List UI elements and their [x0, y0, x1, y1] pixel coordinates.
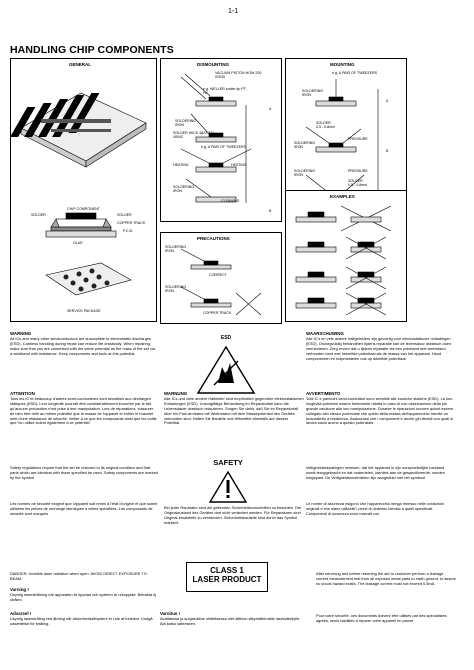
- mount-label-b: B: [386, 149, 389, 153]
- safety-i-text: Le norme di sicurezza esigono che l'appa…: [306, 501, 454, 517]
- dismount-label-weller: e.g. WELLER solder tip PT-H7: [203, 87, 247, 95]
- mount-label-iron-1: SOLDERING IRON: [302, 89, 324, 97]
- safety-gb-body: Safety regulations require that the set …: [10, 465, 158, 480]
- laser-class-line1: CLASS 1: [210, 566, 244, 575]
- precautions-label-iron-2: SOLDERING IRON: [165, 285, 187, 293]
- dismount-label-vacuum: VACUUM PISTON HOW 200 02030: [215, 71, 262, 79]
- dismounting-heading: DISMOUNTING: [197, 62, 229, 67]
- dismount-label-a: A: [269, 107, 272, 111]
- general-label-glue: GLUE: [73, 241, 83, 245]
- laser-class-label: CLASS 1 LASER PRODUCT: [186, 562, 268, 592]
- dismount-label-iron-2: SOLDERING IRON: [173, 185, 195, 193]
- pour-votre-securite-f-text: Pour votre sécurité, ces documents doive…: [316, 613, 456, 624]
- mount-label-iron-3: SOLDERING IRON: [294, 169, 316, 177]
- varoitus-sf-heading: Varoitus !: [160, 611, 181, 616]
- precautions-label-correct: CORRECT: [209, 273, 227, 277]
- examples-heading: EXAMPLES: [330, 194, 355, 199]
- chip-cross-section: [45, 212, 117, 238]
- danger-gb-body: DANGER: Invisible laser radiation when o…: [10, 571, 147, 581]
- examples-illustration: [295, 205, 392, 316]
- mount-label-a: A: [386, 99, 389, 103]
- safety-f-text: Les normes de sécurité exigent que l'app…: [10, 501, 158, 517]
- after-servicing-gb-text: After servicing and before returning the…: [316, 571, 456, 587]
- page-title: HANDLING CHIP COMPONENTS: [10, 44, 174, 56]
- mount-label-iron-2: SOLDERING IRON: [294, 141, 316, 149]
- safety-d-body: Bei jeder Reparatur sind die geltenden S…: [164, 505, 302, 525]
- advarsel-dk-body: Usynlig laserstråling ved åbning når sik…: [10, 615, 153, 626]
- examples-panel: EXAMPLES: [285, 190, 407, 322]
- attention-f-heading: ATTENTION: [10, 391, 35, 396]
- avvertimento-i-text: AVVERTIMENTO Tutti IC e parecchi semi-co…: [306, 391, 454, 426]
- precautions-panel: PRECAUTIONS SOLDERING IRON CORRECT SOLDE…: [160, 232, 282, 324]
- safety-label: SAFETY: [213, 458, 243, 467]
- dismount-label-iron-1: SOLDERING IRON: [175, 119, 197, 127]
- advarsel-dk-heading: Advarsel !: [10, 611, 32, 616]
- after-servicing-gb-body: After servicing and before returning the…: [316, 571, 456, 586]
- general-label-chip: CHIP COMPONENT: [67, 207, 100, 211]
- mount-label-pressure-2: PRESSURE: [348, 169, 368, 173]
- warning-gb-text: WARNING All ICs and many other semicondu…: [10, 331, 158, 357]
- precautions-heading: PRECAUTIONS: [197, 236, 230, 241]
- dismount-label-heating-1: HEATING: [173, 163, 189, 167]
- dismount-label-heating-2: HEATING: [231, 163, 247, 167]
- safety-nl-body: Veiligheidsbepalingen vereisen, dat het …: [306, 465, 445, 480]
- dismount-label-wick: SOLDER WICK 4822 321 40042: [173, 131, 215, 139]
- mount-label-size-1: 0.5 - 0.8mm: [316, 125, 336, 129]
- safety-nl-text: Veiligheidsbepalingen vereisen, dat het …: [306, 465, 454, 481]
- esd-warning-triangle-icon: [196, 345, 256, 394]
- mount-label-tweezers: e.g. A PAIR OF TWEEZERS: [332, 71, 377, 75]
- warnung-d-text: WARNUNG Alle ICs und viele andere Halble…: [164, 391, 304, 426]
- attention-f-text: ATTENTION Tous les IC et beaucoup d'autr…: [10, 391, 158, 426]
- avvertimento-i-body: Tutti IC e parecchi semi-conduttori sono…: [306, 395, 454, 426]
- mounting-heading: MOUNTING: [330, 62, 355, 67]
- mount-label-pressure-1: PRESSURE: [348, 137, 368, 141]
- pcb-chip-illustration: [11, 92, 147, 168]
- advarsel-dk-text: Advarsel ! Usynlig laserstråling ved åbn…: [10, 611, 158, 627]
- warning-gb-heading: WARNING: [10, 331, 32, 336]
- general-panel: GENERAL SOLDER CHIP COMPONENT: [10, 58, 157, 322]
- laser-class-line2: LASER PRODUCT: [192, 575, 262, 584]
- dismount-label-cleaning: CLEANING: [221, 199, 240, 203]
- safety-d-text: Bei jeder Reparatur sind die geltenden S…: [164, 505, 304, 526]
- safety-warning-triangle-icon: [208, 470, 248, 503]
- general-label-pcb: P.C.B.: [123, 229, 133, 233]
- warnung-d-body: Alle ICs und viele andere Halbleiter sin…: [164, 395, 304, 426]
- waarschuwing-nl-text: WAARSCHUWING Alle IC's en vele andere ha…: [306, 331, 454, 361]
- warnung-d-heading: WARNUNG: [164, 391, 188, 396]
- general-label-solder-left: SOLDER: [31, 213, 46, 217]
- precautions-illustration: [180, 248, 262, 316]
- pour-votre-securite-f-body: Pour votre sécurité, ces documents doive…: [316, 613, 447, 623]
- avvertimento-i-heading: AVVERTIMENTO: [306, 391, 341, 396]
- service-package-illustration: [45, 262, 132, 296]
- warning-gb-body: All ICs and many other semiconductors ar…: [10, 335, 155, 356]
- general-heading: GENERAL: [69, 62, 92, 67]
- varning-s-heading: Varning !: [10, 587, 29, 592]
- dismounting-panel: DISMOUNTING VACUUM PISTON HOW 200 02030 …: [160, 58, 282, 222]
- attention-f-body: Tous les IC et beaucoup d'autres semi-co…: [10, 395, 157, 426]
- dismounting-steps-illustration: [180, 73, 252, 203]
- precautions-label-copper: COPPER TRACK: [203, 311, 232, 315]
- danger-gb-text: DANGER: Invisible laser radiation when o…: [10, 571, 158, 582]
- general-label-solder-right: SOLDER: [117, 213, 132, 217]
- mount-label-size-2: 0.5 - 0.8mm: [348, 183, 368, 187]
- general-label-service-package: SERVICE PACKAGE: [67, 309, 101, 313]
- general-label-copper-track: COPPER TRACK: [117, 221, 146, 225]
- dismount-label-b: B: [269, 209, 272, 213]
- varning-s-text: Varning ! Osynlig laserstrålning när app…: [10, 587, 158, 603]
- waarschuwing-nl-body: Alle IC's en vele andere halfgeleiders z…: [306, 335, 452, 361]
- page-number: 1-1: [228, 8, 239, 15]
- safety-f-body: Les normes de sécurité exigent que l'app…: [10, 501, 158, 516]
- safety-gb-text: Safety regulations require that the set …: [10, 465, 158, 481]
- varoitus-sf-body: Avattaessa ja suojalukitus ohitettaessa …: [160, 615, 301, 626]
- dismount-label-tweezers: e.g. A PAIR OF TWEEZERS: [201, 145, 246, 149]
- mount-label-solder-2: SOLDER: [348, 179, 363, 183]
- varning-s-body: Osynlig laserstrålning när apparaten är …: [10, 591, 157, 602]
- waarschuwing-nl-heading: WAARSCHUWING: [306, 331, 344, 336]
- mount-label-solder-1: SOLDER: [316, 121, 331, 125]
- safety-i-body: Le norme di sicurezza esigono che l'appa…: [306, 501, 445, 516]
- esd-label: ESD: [220, 335, 232, 341]
- varoitus-sf-text: Varoitus ! Avattaessa ja suojalukitus oh…: [160, 611, 305, 627]
- precautions-label-iron-1: SOLDERING IRON: [165, 245, 187, 253]
